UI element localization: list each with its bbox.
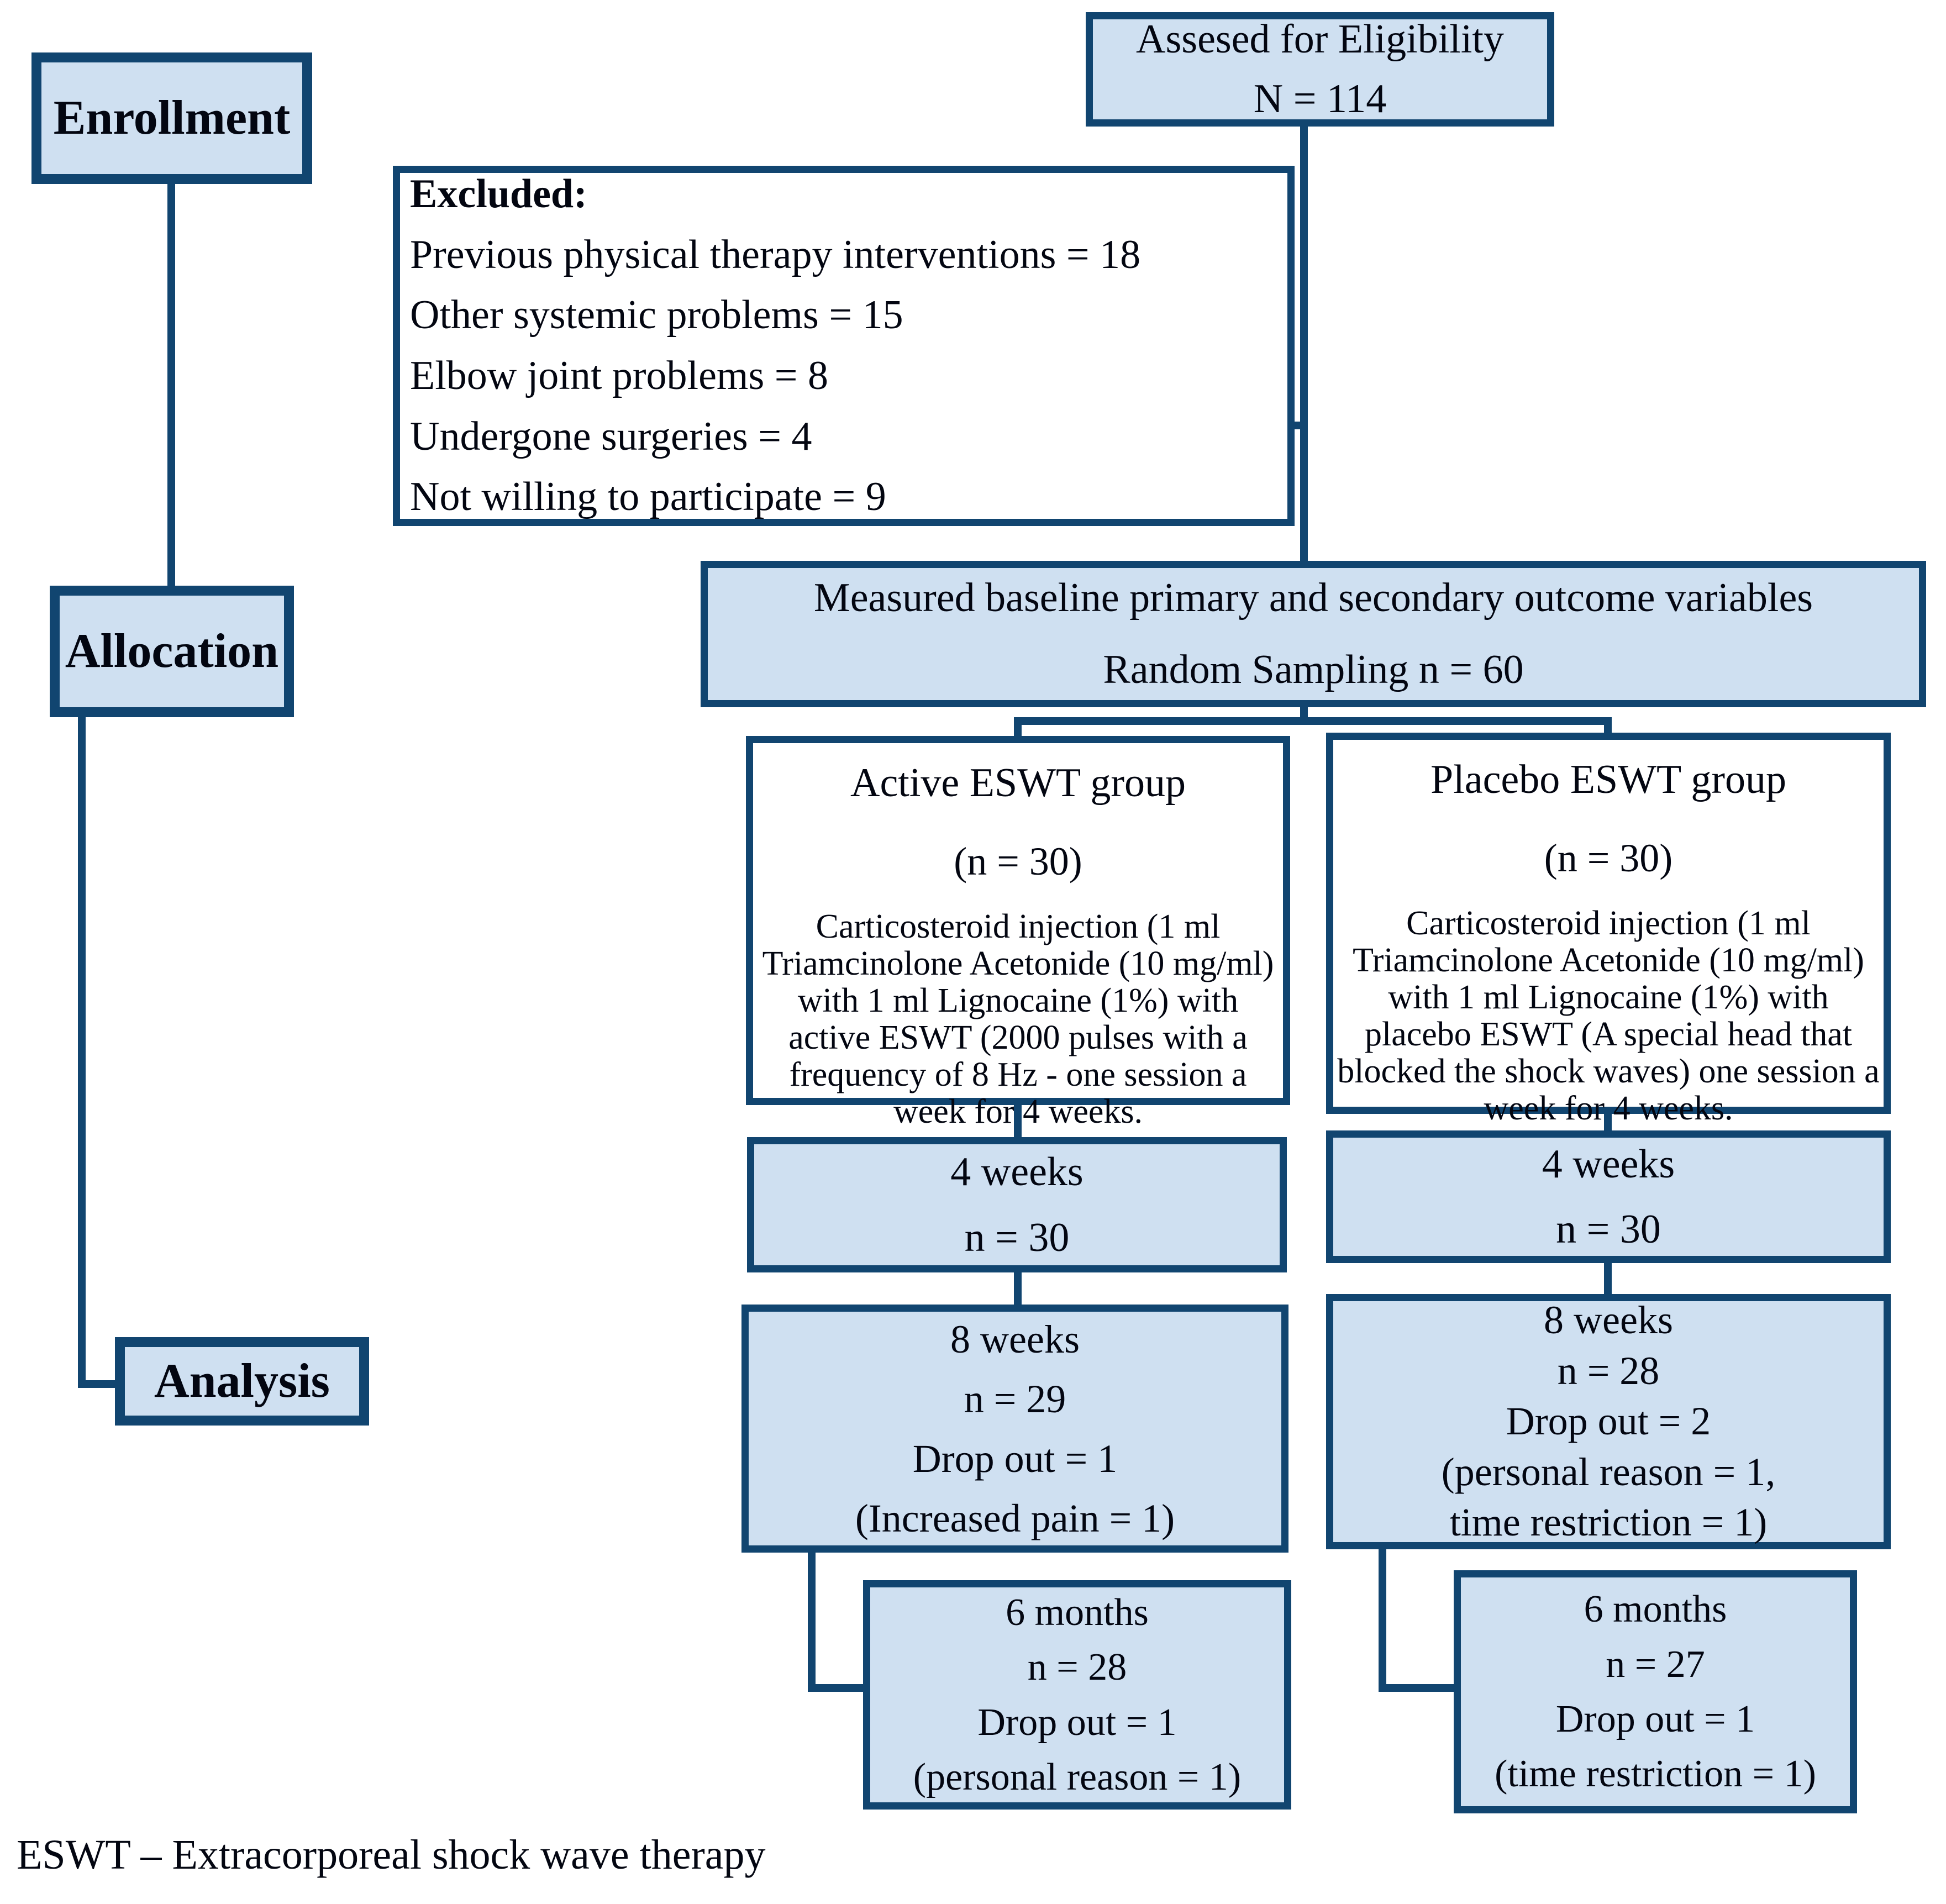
active-eswt-group-box: Active ESWT group (n = 30) Carticosteroi… — [746, 736, 1290, 1130]
placebo-group-title: Placebo ESWT group — [1430, 757, 1786, 802]
measured-line: Measured baseline primary and secondary … — [813, 575, 1813, 620]
placebo-4w-label: 4 weeks — [1542, 1141, 1675, 1187]
connector-placebo-to-4weeks — [1604, 1114, 1612, 1133]
connector-enrollment-allocation — [167, 182, 175, 586]
enrollment-stage-label: Enrollment — [53, 91, 291, 145]
active-group-title: Active ESWT group — [850, 760, 1186, 806]
active-4w-label: 4 weeks — [950, 1149, 1084, 1195]
measured-baseline-box: Measured baseline primary and secondary … — [701, 561, 1926, 707]
connector-split-bar — [1014, 717, 1612, 725]
excluded-item: Elbow joint problems = 8 — [410, 353, 829, 398]
connector-placebo-4w-to-8w — [1604, 1263, 1612, 1296]
connector-active-8w-to-6m-vertical — [808, 1551, 816, 1692]
placebo-6m-label: 6 months — [1584, 1588, 1727, 1631]
placebo-6m-dropout-reason: (time restriction = 1) — [1495, 1753, 1816, 1796]
placebo-8w-n: n = 28 — [1557, 1348, 1660, 1393]
connector-placebo-8w-to-6m-elbow — [1379, 1684, 1454, 1692]
connector-split-to-placebo — [1604, 717, 1612, 736]
excluded-item: Other systemic problems = 15 — [410, 292, 903, 338]
active-6-months-box: 6 months n = 28 Drop out = 1 (personal r… — [863, 1580, 1291, 1810]
placebo-group-intervention: Carticosteroid injection (1 ml Triamcino… — [1337, 904, 1880, 1128]
placebo-8-weeks-box: 8 weeks n = 28 Drop out = 2 (personal re… — [1326, 1294, 1891, 1549]
connector-active-to-4weeks — [1014, 1105, 1022, 1138]
active-8w-dropout-reason: (Increased pain = 1) — [855, 1496, 1175, 1540]
active-6m-label: 6 months — [1006, 1591, 1149, 1634]
excluded-item: Not willing to participate = 9 — [410, 474, 886, 520]
placebo-6m-dropout: Drop out = 1 — [1555, 1698, 1755, 1740]
placebo-group-n: (n = 30) — [1544, 836, 1673, 881]
allocation-stage-label: Allocation — [65, 624, 279, 678]
active-4-weeks-box: 4 weeks n = 30 — [747, 1137, 1287, 1272]
excluded-title: Excluded: — [410, 171, 587, 217]
placebo-8w-label: 8 weeks — [1544, 1298, 1673, 1343]
connector-assessed-measured — [1300, 125, 1308, 562]
excluded-box: Excluded: Previous physical therapy inte… — [393, 166, 1295, 526]
placebo-8w-dropout-reason: (personal reason = 1, — [1441, 1449, 1776, 1494]
connector-active-4w-to-8w — [1014, 1272, 1022, 1305]
assessed-count: N = 114 — [1253, 76, 1387, 122]
enrollment-stage-box: Enrollment — [31, 52, 312, 184]
placebo-6-months-box: 6 months n = 27 Drop out = 1 (time restr… — [1454, 1570, 1857, 1813]
placebo-4-weeks-box: 4 weeks n = 30 — [1326, 1130, 1891, 1263]
analysis-stage-box: Analysis — [115, 1337, 369, 1426]
connector-split-to-active — [1014, 717, 1022, 739]
random-sampling-line: Random Sampling n = 60 — [1103, 646, 1524, 692]
active-6m-dropout: Drop out = 1 — [977, 1701, 1177, 1744]
active-8-weeks-box: 8 weeks n = 29 Drop out = 1 (Increased p… — [741, 1305, 1288, 1553]
connector-allocation-analysis-vertical — [78, 716, 86, 1388]
active-group-n: (n = 30) — [954, 839, 1082, 884]
active-6m-dropout-reason: (personal reason = 1) — [913, 1755, 1242, 1798]
active-group-intervention: Carticosteroid injection (1 ml Triamcino… — [762, 908, 1274, 1131]
connector-placebo-8w-to-6m-vertical — [1379, 1548, 1386, 1692]
abbreviation-note: ESWT – Extracorporeal shock wave therapy — [17, 1832, 766, 1878]
excluded-item: Previous physical therapy interventions … — [410, 232, 1141, 277]
active-8w-n: n = 29 — [964, 1376, 1066, 1421]
placebo-8w-dropout: Drop out = 2 — [1506, 1399, 1711, 1444]
active-6m-n: n = 28 — [1027, 1646, 1127, 1689]
assessed-title: Assesed for Eligibility — [1136, 17, 1504, 62]
active-8w-label: 8 weeks — [950, 1317, 1080, 1361]
connector-allocation-analysis-elbow — [78, 1380, 117, 1388]
assessed-eligibility-box: Assesed for Eligibility N = 114 — [1086, 12, 1554, 127]
excluded-item: Undergone surgeries = 4 — [410, 413, 812, 459]
analysis-stage-label: Analysis — [154, 1354, 330, 1408]
placebo-6m-n: n = 27 — [1606, 1643, 1705, 1686]
connector-active-8w-to-6m-elbow — [808, 1684, 863, 1692]
placebo-4w-n: n = 30 — [1556, 1207, 1661, 1252]
active-4w-n: n = 30 — [964, 1214, 1070, 1260]
active-8w-dropout: Drop out = 1 — [912, 1436, 1118, 1481]
placebo-8w-dropout-reason: time restriction = 1) — [1449, 1500, 1768, 1545]
allocation-stage-box: Allocation — [50, 586, 294, 717]
placebo-eswt-group-box: Placebo ESWT group (n = 30) Carticostero… — [1326, 733, 1891, 1127]
